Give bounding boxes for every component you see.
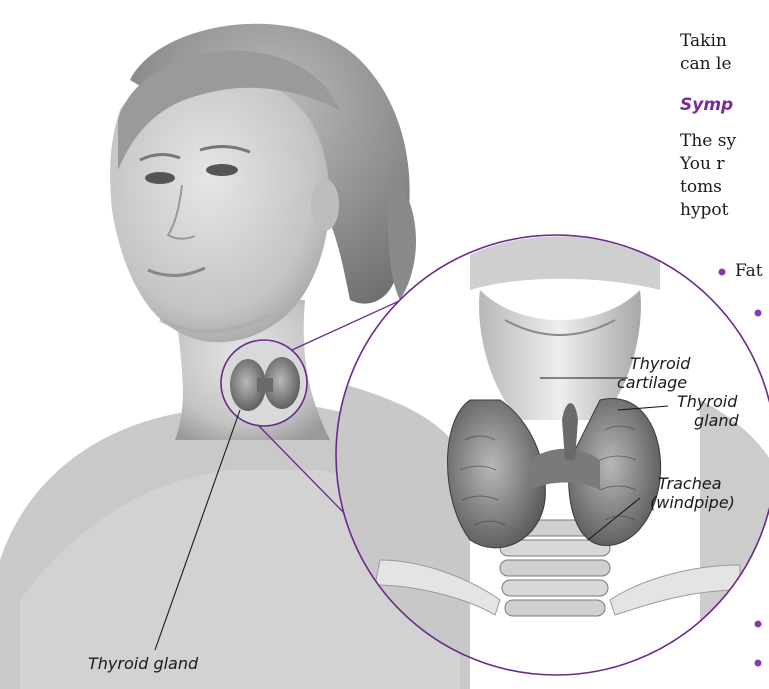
- text-line: Takin: [680, 30, 727, 52]
- label-thyroid-cartilage-line2: cartilage: [617, 373, 687, 392]
- text-line: The sy: [680, 130, 736, 152]
- section-heading: Symp: [680, 95, 733, 115]
- text-line: toms: [680, 176, 722, 198]
- bullet-dot: [719, 269, 726, 276]
- small-callout: [221, 340, 307, 426]
- bullet-dot: [755, 621, 762, 628]
- text-line: hypot: [680, 199, 729, 221]
- bullet-text: Fat: [735, 260, 763, 282]
- label-trachea-line1: Trachea: [658, 474, 722, 493]
- label-thyroid-gland-right-line1: Thyroid: [677, 392, 737, 411]
- bullet-dot: [755, 310, 762, 317]
- label-thyroid-gland-bottom: Thyroid gland: [88, 654, 198, 673]
- text-line: You r: [680, 153, 724, 175]
- label-trachea-line2: (windpipe): [650, 493, 735, 512]
- label-thyroid-cartilage-line1: Thyroid: [630, 354, 690, 373]
- label-thyroid-gland-right-line2: gland: [694, 411, 739, 430]
- bullet-dot: [755, 660, 762, 667]
- text-line: can le: [680, 53, 732, 75]
